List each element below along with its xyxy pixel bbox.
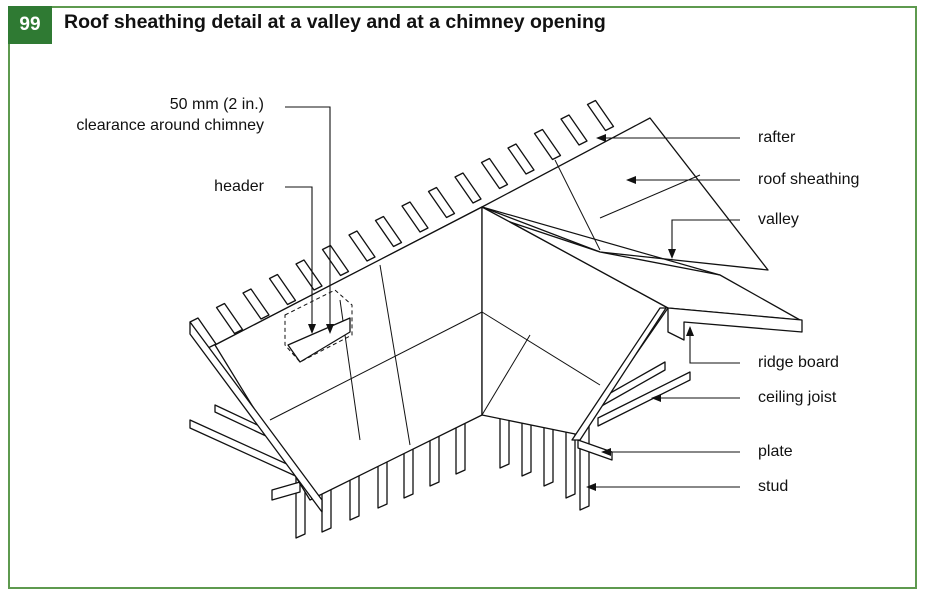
arrow-header: [308, 324, 316, 334]
rafter-tail: [242, 288, 270, 320]
rafter-tail: [374, 215, 403, 248]
sheathing-joints: [269, 159, 701, 446]
roof-sheathing-label: roof sheathing: [758, 171, 860, 188]
right-barge-board: [571, 307, 667, 441]
clearance-label-line2: clearance around chimney: [76, 117, 264, 134]
rafter-tail: [321, 244, 350, 277]
valley-line: [481, 206, 721, 276]
rafter-tail: [427, 186, 456, 219]
header-label: header: [214, 178, 264, 195]
rafter-tail: [480, 157, 509, 190]
rafter-tail: [348, 230, 376, 262]
valley-label: valley: [758, 211, 799, 228]
arrow-stud: [586, 483, 596, 491]
leader-header: [285, 186, 313, 330]
stud-label: stud: [758, 478, 789, 495]
clearance-label-line1: 50 mm (2 in.): [169, 96, 264, 113]
ceiling-joist-label: ceiling joist: [758, 389, 837, 406]
rafter-tail: [507, 143, 535, 175]
rafter-tail: [533, 128, 562, 161]
ridge-board-label: ridge board: [758, 354, 839, 371]
leader-clearance: [285, 106, 331, 330]
valley-wing-surface: [509, 221, 801, 321]
arrow-clearance: [326, 324, 334, 334]
rafter-tail: [401, 201, 429, 233]
figure-number-badge: 99: [8, 6, 52, 44]
arrow-valley: [668, 249, 676, 259]
rafter-tail: [560, 114, 588, 146]
leader-ridge-board: [689, 330, 740, 364]
rafter-tail: [268, 273, 297, 306]
rafter-tail: [295, 259, 323, 291]
arrow-ceiling-joist: [651, 394, 661, 402]
rafter-label: rafter: [758, 129, 796, 146]
ceiling-joists-right: [577, 361, 691, 461]
arrow-plate: [601, 448, 611, 456]
arrow-ridge-board: [686, 326, 694, 336]
plate-label: plate: [758, 443, 793, 460]
rafter-tail: [454, 172, 482, 204]
figure-title: Roof sheathing detail at a valley and at…: [64, 11, 606, 33]
leader-valley: [671, 219, 740, 255]
rafter-tail: [586, 99, 615, 132]
chimney-clearance-outline: [284, 289, 353, 363]
arrow-roof-sheathing: [626, 176, 636, 184]
rafter-tail: [215, 302, 244, 335]
ridge-board: [667, 307, 803, 341]
left-barge-board: [189, 321, 323, 513]
arrow-rafter: [596, 134, 606, 142]
